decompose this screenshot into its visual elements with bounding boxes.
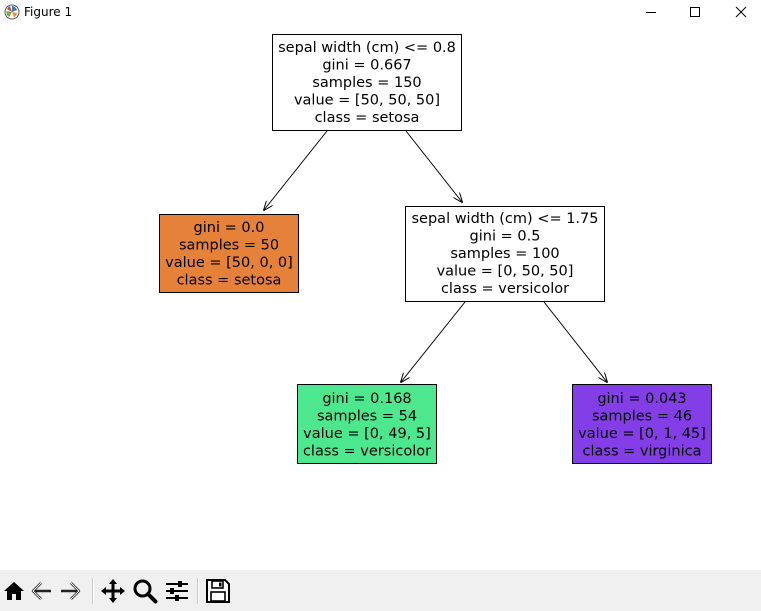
forward-icon: [61, 582, 81, 600]
navigation-toolbar: [0, 570, 761, 611]
node-line: sepal width (cm) <= 1.75: [412, 211, 599, 227]
save-button[interactable]: [204, 576, 232, 606]
node-line: sepal width (cm) <= 0.8: [278, 40, 456, 56]
toolbar-separator: [92, 578, 94, 604]
window-title: Figure 1: [24, 5, 73, 19]
tree-node-right-box: [405, 206, 605, 302]
pan-icon: [101, 579, 125, 603]
zoom-button[interactable]: [131, 576, 159, 606]
node-line: samples = 46: [592, 409, 692, 425]
node-line: value = [50, 0, 0]: [165, 255, 293, 271]
node-line: class = setosa: [315, 110, 420, 126]
zoom-icon: [133, 579, 158, 604]
tree-node-root: sepal width (cm) <= 0.8 gini = 0.667 sam…: [272, 34, 462, 131]
home-button[interactable]: [0, 576, 28, 606]
minimize-button[interactable]: [628, 0, 674, 24]
node-line: gini = 0.043: [597, 391, 686, 407]
node-line: class = virginica: [583, 444, 702, 460]
back-button[interactable]: [28, 576, 56, 606]
matplotlib-icon: [4, 4, 20, 20]
tree-edge-root-right: [405, 130, 462, 202]
node-line: class = versicolor: [303, 444, 431, 460]
close-icon: [735, 6, 747, 18]
node-line: value = [50, 50, 50]: [294, 93, 440, 109]
tree-node-right: sepal width (cm) <= 1.75 gini = 0.5 samp…: [405, 206, 605, 302]
pan-button[interactable]: [99, 576, 127, 606]
node-line: samples = 100: [450, 246, 559, 262]
node-line: gini = 0.667: [322, 58, 411, 74]
node-line: gini = 0.5: [470, 229, 541, 245]
close-button[interactable]: [718, 0, 761, 24]
node-line: value = [0, 49, 5]: [303, 426, 431, 442]
tree-node-left-box: [159, 214, 299, 293]
node-line: gini = 0.168: [322, 391, 411, 407]
save-icon: [206, 579, 230, 603]
node-line: class = setosa: [177, 273, 282, 289]
tree-node-right-right: gini = 0.043 samples = 46 value = [0, 1,…: [572, 384, 712, 464]
back-icon: [31, 582, 51, 600]
toolbar-separator: [197, 578, 199, 604]
tree-node-left: gini = 0.0 samples = 50 value = [50, 0, …: [159, 214, 299, 293]
figure-canvas[interactable]: sepal width (cm) <= 0.8 gini = 0.667 sam…: [0, 24, 761, 570]
decision-tree-plot: sepal width (cm) <= 0.8 gini = 0.667 sam…: [159, 34, 712, 464]
minimize-icon: [646, 12, 656, 13]
forward-button[interactable]: [56, 576, 84, 606]
tree-node-right-left: gini = 0.168 samples = 54 value = [0, 49…: [297, 384, 437, 464]
tree-edge-right-rightleft: [401, 301, 466, 382]
node-line: class = versicolor: [441, 281, 569, 297]
home-icon: [4, 582, 24, 600]
title-bar[interactable]: Figure 1: [0, 0, 761, 24]
tree-node-right-left-box: [297, 384, 437, 464]
tree-edge-root-left: [264, 130, 328, 210]
node-line: samples = 150: [312, 75, 421, 91]
node-line: value = [0, 1, 45]: [578, 426, 706, 442]
node-line: samples = 50: [179, 238, 279, 254]
configure-subplots-icon: [166, 581, 188, 601]
node-line: gini = 0.0: [194, 220, 265, 236]
maximize-button[interactable]: [672, 0, 718, 24]
tree-node-root-box: [272, 34, 462, 131]
configure-subplots-button[interactable]: [163, 576, 191, 606]
node-line: value = [0, 50, 50]: [437, 264, 574, 280]
maximize-icon: [690, 7, 700, 17]
tree-edge-right-rightright: [543, 301, 607, 382]
tree-node-right-right-box: [572, 384, 712, 464]
node-line: samples = 54: [317, 409, 417, 425]
